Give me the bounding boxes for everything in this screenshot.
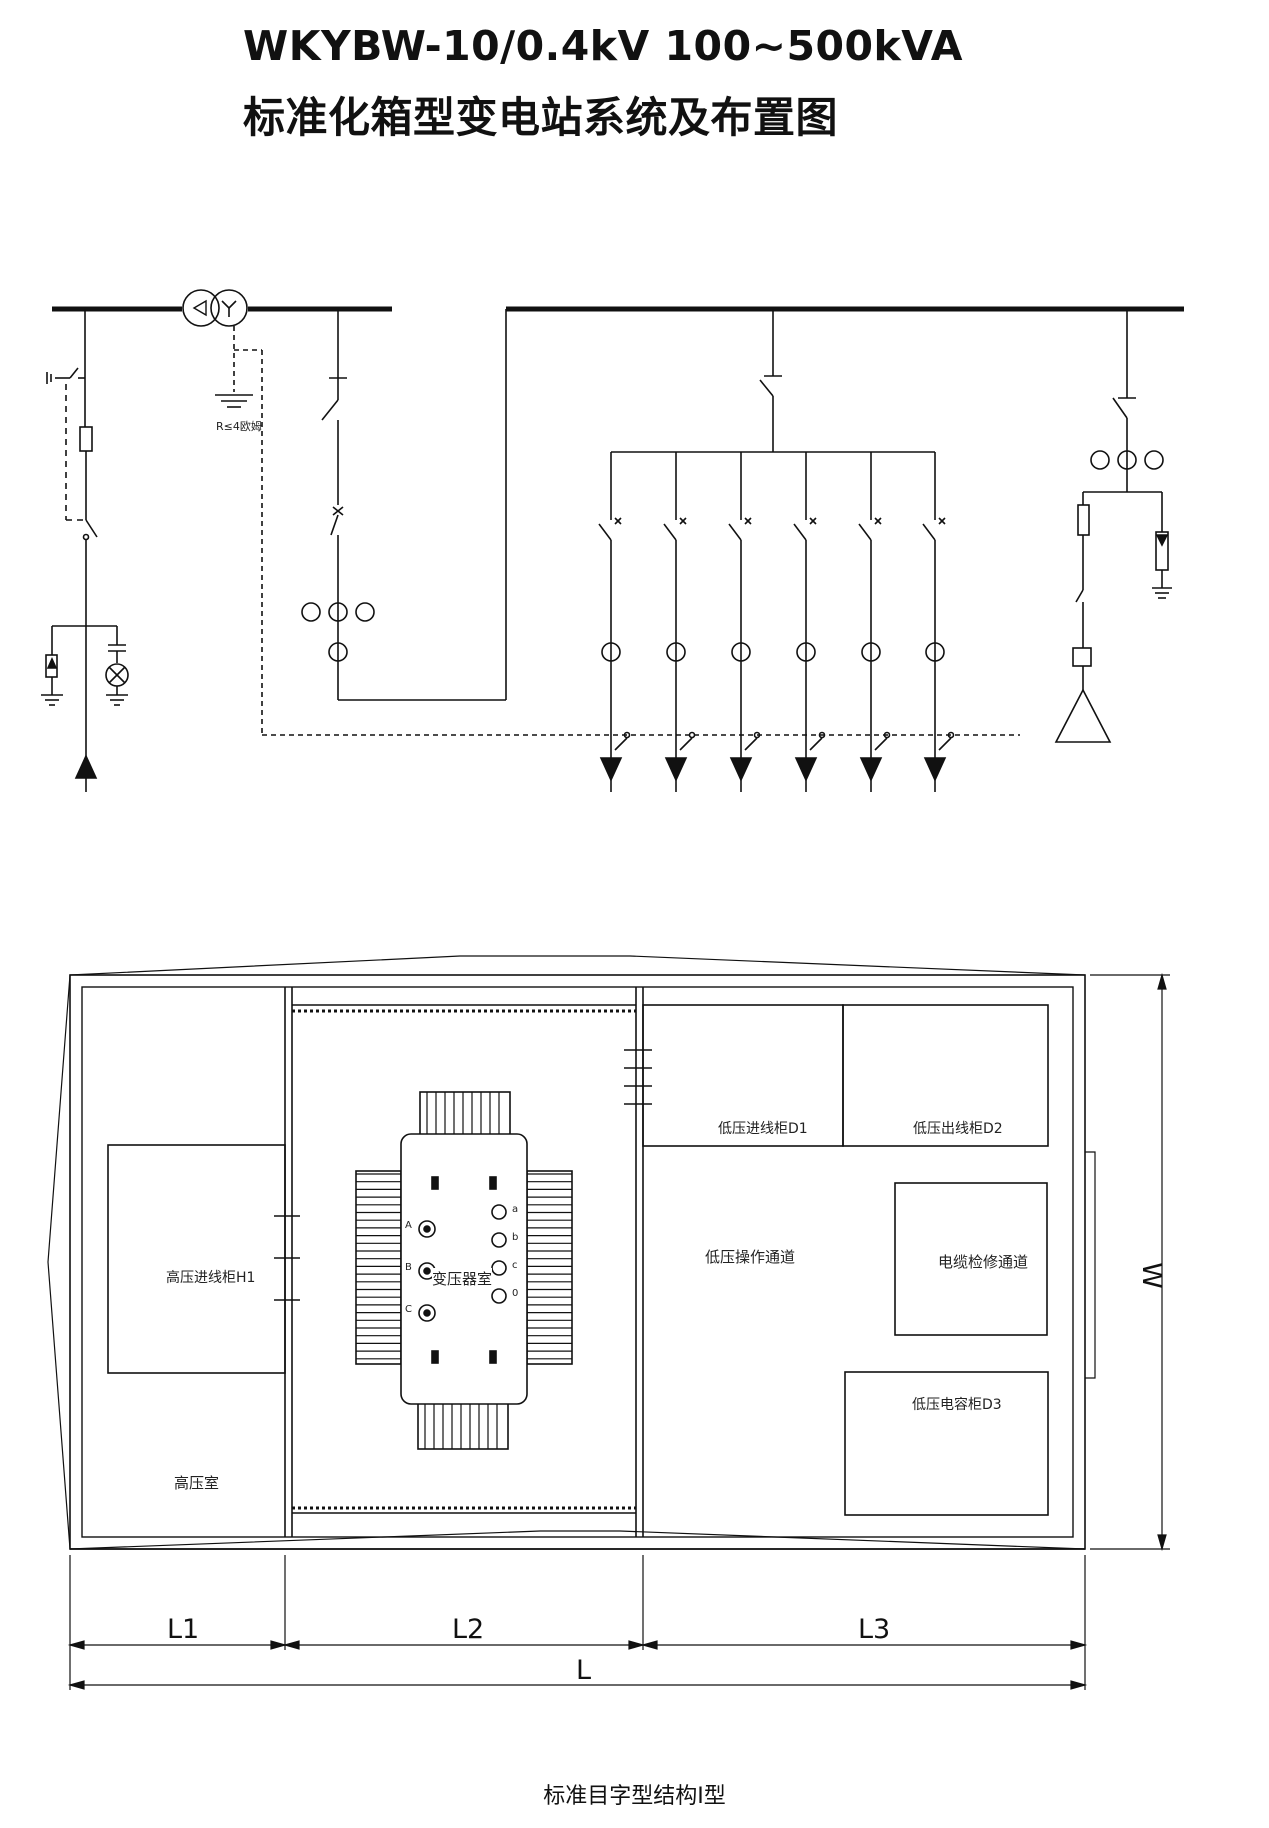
neutral-ground [233,326,1020,736]
phase-label-c-lv: c [512,1260,518,1271]
transformer-room-label: 变压器室 [432,1268,493,1289]
dimension-w: W [1135,1262,1167,1289]
lv-incoming-cabinet-label: 低压进线柜D1 [718,1121,808,1137]
hv-room-label: 高压室 [174,1474,220,1492]
dimension-l2: L2 [452,1614,485,1645]
outgoing-feeders [611,309,935,453]
feeder-branches [598,452,955,792]
transformer-symbol [182,289,248,327]
ground-symbol-transformer [215,394,253,408]
hv-feeder [41,309,129,792]
capacitor-feeder [1054,309,1172,743]
feeder-branch-4 [793,452,826,792]
dimension-l3: L3 [858,1614,891,1645]
dimension-lines [67,972,1170,1690]
lv-operation-aisle-label: 低压操作通道 [705,1248,796,1266]
lv-outgoing-cabinet-label: 低压出线柜D2 [913,1121,1003,1137]
diagram-title-line1: WKYBW-10/0.4kV 100~500kVA [243,22,963,70]
lv-main-feeder [301,309,507,701]
ground-resistance-label: R≤4欧姆 [216,420,262,433]
diagram-title-line2: 标准化箱型变电站系统及布置图 [243,93,839,142]
layout-caption: 标准目字型结构I型 [543,1784,726,1809]
phase-label-c: C [405,1304,412,1315]
phase-label-n-lv: 0 [512,1288,519,1299]
cable-maintenance-aisle-label: 电缆检修通道 [938,1253,1029,1271]
layout-outline [47,955,1096,1550]
phase-label-a: A [405,1220,412,1231]
dimension-l1: L1 [167,1614,200,1645]
feeder-branch-1 [598,452,631,792]
feeder-branch-5 [858,452,891,792]
feeder-branch-3 [728,452,761,792]
phase-label-b: B [405,1262,412,1273]
feeder-branch-2 [663,452,696,792]
lv-capacitor-cabinet-label: 低压电容柜D3 [912,1397,1002,1413]
phase-label-b-lv: b [512,1232,519,1243]
dimension-l: L [576,1655,592,1686]
hv-incoming-cabinet-label: 高压进线柜H1 [166,1270,256,1286]
feeder-branch-6 [922,452,955,792]
phase-label-a-lv: a [512,1204,519,1215]
